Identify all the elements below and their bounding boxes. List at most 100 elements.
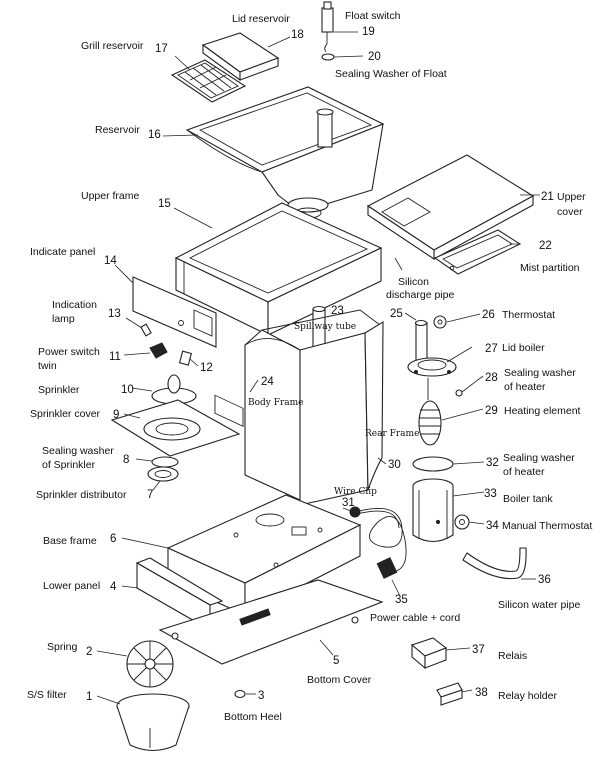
label-sealing-washer-float: Sealing Washer of Float [335,68,447,80]
part-number: 23 [331,305,344,317]
part-number: 4 [110,581,117,593]
lid-reservoir-drawing [201,32,280,82]
part-number: 11 [109,351,121,363]
part-number: 26 [482,309,495,321]
part-number: 21 [541,191,554,203]
label-indication-lamp-line2: lamp [52,313,75,325]
part-number: 16 [148,129,161,141]
label-upper-frame: Upper frame [81,190,140,202]
part-number: 35 [395,594,408,606]
label-lid-reservoir: Lid reservoir [232,13,290,25]
spring-drawing [126,640,174,688]
label-sealing-washer-sprinkler-line2: of Sprinkler [42,459,96,471]
part-number: 31 [342,497,355,509]
float-washer-drawing [321,53,335,61]
label-silicon-water-pipe: Silicon water pipe [498,599,580,611]
sprinkler-cover-drawing [110,399,241,457]
label-manual-thermostat: Manual Thermostat [502,520,592,532]
part-number: 20 [368,51,381,63]
part-number: 36 [538,574,551,586]
label-power-cable: Power cable + cord [370,612,460,624]
ss-filter-drawing [116,693,190,752]
switch-part-12-drawing [178,350,193,366]
part-number: 8 [123,454,129,466]
label-relay-holder: Relay holder [498,690,557,702]
label-power-switch-line1: Power switch [38,346,100,358]
label-indicate-panel: Indicate panel [30,246,95,258]
float-switch-drawing [321,1,334,53]
label-sealing-washer-sprinkler-line1: Sealing washer [42,445,114,457]
part-number: 3 [258,690,264,702]
label-rear-frame: Rear Frame [365,429,419,439]
part-number: 30 [388,459,401,471]
body-frame-drawing [244,309,381,506]
part-number: 28 [485,372,498,384]
label-ss-filter: S/S filter [27,689,67,701]
part-number: 27 [485,343,498,355]
label-grill-reservoir: Grill reservoir [81,40,144,52]
part-number: 7 [147,489,153,501]
part-number: 24 [261,376,274,388]
spillway-tube-drawing [312,305,326,355]
relay-holder-drawing [436,682,463,706]
label-sealing-washer-heater-top-line1: Sealing washer [504,367,576,379]
grill-reservoir-drawing [170,59,247,103]
label-bottom-heel: Bottom Heel [224,711,282,723]
leader-lines [96,31,540,705]
part-number: 19 [362,26,375,38]
sprinkler-washer-drawing [151,456,179,468]
label-spillway-tube: Spillway tube [294,322,356,332]
label-sealing-washer-heater-bottom-line2: of heater [503,466,545,478]
part-number: 13 [108,308,121,320]
label-relais: Relais [498,650,527,662]
part-number: 9 [113,409,119,421]
part-numbers: 18 19 17 20 16 15 21 22 14 23 13 25 26 1… [86,26,554,703]
label-indication-lamp-line1: Indication [52,299,97,311]
heater-washer-small-drawing [455,389,463,397]
reservoir-drawing [185,86,385,219]
part-number: 22 [539,240,552,252]
heating-element-drawing [418,378,442,446]
part-number: 38 [475,687,488,699]
part-number: 17 [155,43,168,55]
part-number: 37 [472,644,485,656]
sprinkler-drawing [151,374,197,405]
power-switch-drawing [149,342,168,359]
part-number: 2 [86,646,92,658]
part-number: 32 [486,457,499,469]
part-number: 5 [333,655,339,667]
part-number: 29 [485,405,498,417]
label-spring: Spring [47,641,78,653]
lid-boiler-drawing [407,357,457,377]
label-sprinkler-distributor: Sprinkler distributor [36,489,127,501]
thermostat-drawing [433,315,447,329]
heater-washer-large-drawing [412,456,454,472]
part-number: 25 [390,308,403,320]
label-lid-boiler: Lid boiler [502,342,545,354]
label-sealing-washer-heater-top-line2: of heater [504,381,546,393]
label-wire-clip: Wire Clip [334,487,377,497]
rear-frame-drawing [364,321,384,491]
label-upper-cover-line1: Upper [557,191,586,203]
label-sprinkler: Sprinkler [38,384,80,396]
part-number: 34 [486,520,499,532]
label-silicon-discharge-line2: discharge pipe [386,289,454,301]
relais-drawing [410,637,448,670]
part-number: 10 [121,384,134,396]
part-number: 14 [104,255,117,267]
label-mist-partition: Mist partition [520,262,580,274]
part-labels: Lid reservoir Float switch Grill reservo… [27,10,592,723]
label-reservoir: Reservoir [95,124,140,136]
label-bottom-cover: Bottom Cover [307,674,372,686]
manual-thermostat-drawing [454,514,470,530]
upper-frame-drawing [174,202,383,427]
label-heating-element: Heating element [504,405,581,417]
label-lower-panel: Lower panel [43,580,100,592]
bottom-heel-drawing [234,689,246,699]
indication-lamp-drawing [140,323,152,337]
boiler-tank-drawing [412,478,454,543]
label-base-frame: Base frame [43,535,97,547]
label-upper-cover-line2: cover [557,206,583,218]
